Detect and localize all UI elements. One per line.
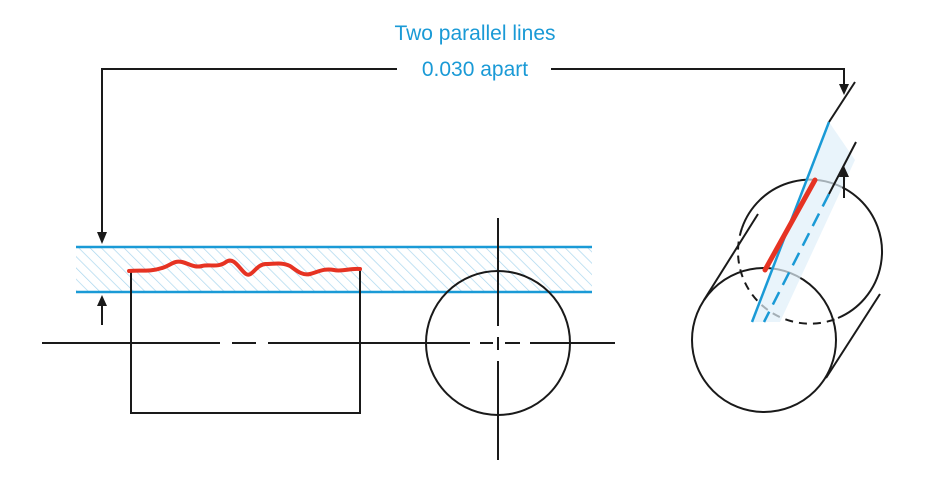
isometric-element-line — [762, 177, 818, 273]
surface-profile-line — [127, 258, 362, 277]
leader-left — [97, 68, 397, 244]
annotation-line-1: Two parallel lines — [394, 22, 555, 45]
annotation-line-2: 0.030 apart — [422, 58, 528, 81]
zone-arrow-right — [839, 166, 849, 198]
leader-right — [551, 68, 849, 95]
zone-arrow-left — [97, 295, 107, 325]
